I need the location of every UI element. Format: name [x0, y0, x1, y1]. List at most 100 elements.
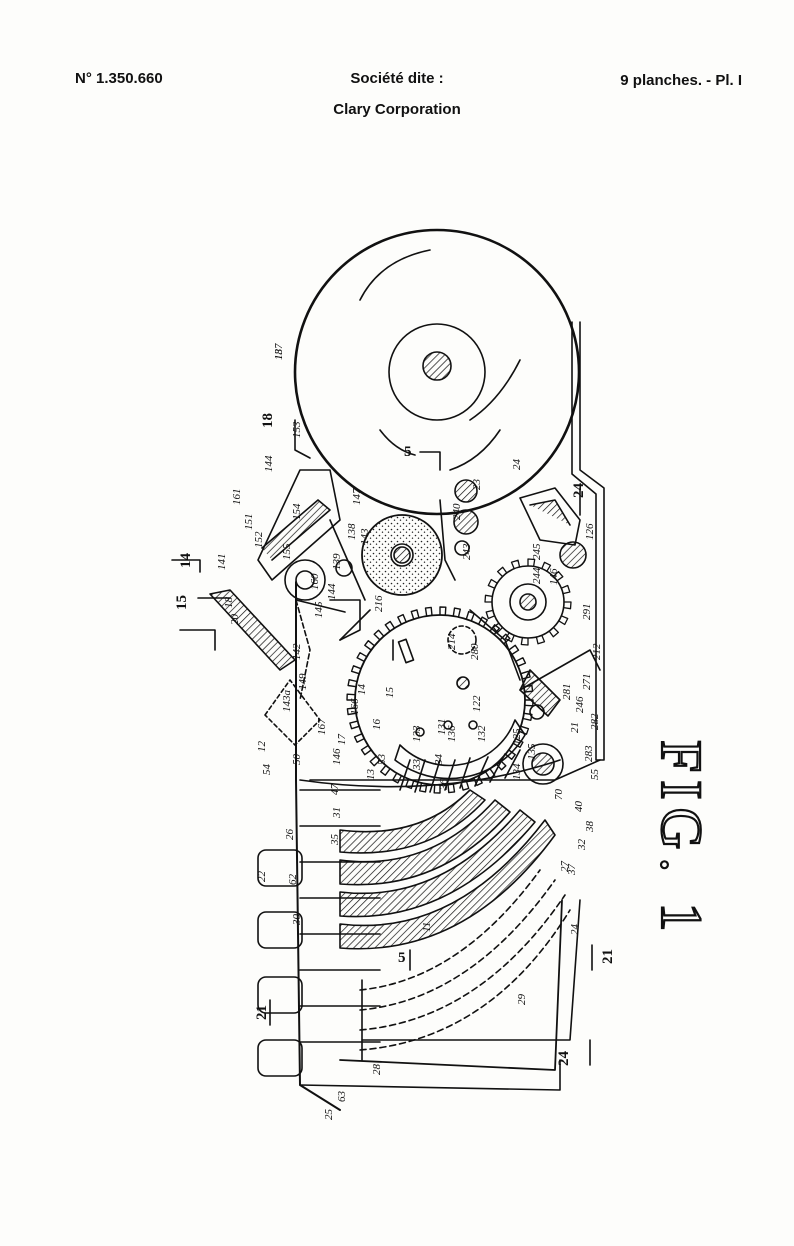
- section-mark: 14: [178, 553, 194, 569]
- reference-numeral: 134: [511, 763, 523, 780]
- paper-roll: [293, 228, 581, 516]
- reference-numeral: 214: [446, 633, 458, 650]
- reference-numeral: 132: [476, 725, 488, 742]
- comb-bars: [399, 749, 521, 793]
- reference-numeral: 15: [384, 687, 396, 699]
- reference-numeral: 141: [216, 554, 228, 571]
- reference-numeral: 149: [297, 673, 309, 690]
- reference-numeral: 31: [331, 807, 343, 819]
- reference-numeral: 280: [469, 643, 481, 660]
- reference-numeral: 122: [471, 695, 483, 712]
- reference-numeral: 18: [223, 597, 235, 609]
- section-mark: 5: [404, 444, 412, 460]
- reference-numeral: 153: [291, 421, 303, 438]
- reference-numeral: 55: [589, 769, 601, 781]
- figure-label: FIG. 1: [648, 739, 715, 941]
- figure-label-text: FIG. 1: [649, 740, 714, 939]
- reference-numeral: 146: [548, 568, 560, 585]
- reference-numeral: 144: [263, 455, 275, 472]
- reference-numeral: 24: [569, 924, 581, 936]
- reference-numeral: 62: [287, 874, 299, 886]
- section-mark: 18: [260, 413, 276, 428]
- reference-numeral: 283: [583, 745, 595, 762]
- reference-numeral: 11: [421, 922, 433, 932]
- reference-numeral: 143a: [281, 690, 293, 713]
- reference-numeral: 145: [313, 601, 325, 618]
- reference-numeral: 14: [356, 684, 368, 696]
- reference-numeral: 245: [531, 543, 543, 560]
- reference-numeral: 240: [451, 503, 463, 520]
- reference-numeral: 146: [331, 748, 343, 765]
- reference-numeral: 291: [581, 604, 593, 621]
- reference-numeral: 26: [284, 829, 296, 841]
- section-mark: 24: [571, 483, 587, 499]
- reference-numeral: 151: [243, 514, 255, 531]
- reference-numeral: 40: [573, 801, 585, 813]
- reference-numeral: 32: [576, 839, 588, 852]
- reference-numeral: 22: [256, 871, 268, 883]
- reference-numeral: 216: [373, 595, 385, 612]
- reference-numeral: 70: [553, 789, 565, 801]
- dashed-arcs: [359, 869, 571, 1051]
- reference-numeral: 36: [438, 779, 450, 792]
- reference-numeral: 21: [569, 722, 581, 733]
- main-gear: [346, 606, 534, 794]
- reference-numeral: 135: [526, 743, 538, 760]
- company-title: Société dite :: [350, 70, 444, 87]
- section-mark: 15: [174, 595, 190, 610]
- stippled-wheel: [361, 514, 443, 596]
- reference-numeral: 155: [281, 543, 293, 560]
- reference-numeral: 212: [591, 643, 603, 660]
- small-gear: [484, 558, 572, 646]
- section-mark: 24: [556, 1051, 572, 1067]
- reference-numeral: 125: [511, 728, 523, 745]
- reference-numeral: 139: [331, 553, 343, 570]
- reference-numeral: 16: [371, 719, 383, 731]
- patent-number: N° 1.350.660: [75, 70, 163, 87]
- reference-numeral: 143: [359, 528, 371, 545]
- reference-numeral: 282: [589, 713, 601, 730]
- reference-numeral: 161: [231, 489, 243, 506]
- reference-numeral: 152: [253, 531, 265, 548]
- reference-numeral: 142: [291, 643, 303, 660]
- reference-numeral: 160: [309, 573, 321, 590]
- reference-numeral: 17: [336, 734, 348, 746]
- plate-info: 9 planches. - Pl. I: [620, 72, 742, 89]
- reference-numeral: 38: [584, 821, 596, 834]
- reference-numeral: 131: [436, 719, 448, 736]
- section-mark: 5: [398, 950, 406, 966]
- reference-numeral: 29: [516, 994, 528, 1006]
- reference-numeral: 243: [461, 543, 473, 560]
- reference-numeral: 63: [336, 1091, 348, 1103]
- key-tops: [257, 849, 303, 1077]
- reference-numeral: 133: [411, 725, 423, 742]
- reference-numeral: 138: [346, 523, 358, 540]
- reference-numeral: 37: [566, 864, 578, 877]
- reference-numeral: 24: [511, 459, 523, 471]
- section-mark: 21: [254, 1005, 270, 1020]
- reference-numeral: 47: [329, 784, 341, 796]
- reference-numeral: 27: [559, 861, 571, 873]
- reference-numeral: 166: [349, 698, 361, 715]
- reference-numeral: 54: [261, 764, 273, 776]
- reference-numeral: 53: [376, 754, 388, 766]
- reference-numeral: 25: [323, 1109, 335, 1121]
- reference-numeral: 271: [581, 674, 593, 691]
- reference-numeral: 50: [291, 754, 303, 766]
- reference-numeral: 136: [446, 725, 458, 742]
- reference-numeral: 28: [371, 1064, 383, 1076]
- reference-numeral: 13: [365, 769, 377, 781]
- reference-numeral: 167: [316, 718, 328, 735]
- reference-numeral: 144: [326, 583, 338, 600]
- reference-numeral: 23: [471, 479, 483, 491]
- reference-numeral: 137: [273, 343, 285, 360]
- reference-numeral: 12: [256, 741, 268, 753]
- reference-numeral: 18: [273, 349, 285, 361]
- hatched-key-bars: [339, 789, 556, 950]
- company-name: Clary Corporation: [333, 101, 461, 118]
- reference-numeral: 154: [291, 503, 303, 520]
- reference-numeral: 35: [329, 834, 341, 847]
- reference-numeral: 33: [411, 759, 423, 772]
- section-mark: 21: [600, 949, 616, 964]
